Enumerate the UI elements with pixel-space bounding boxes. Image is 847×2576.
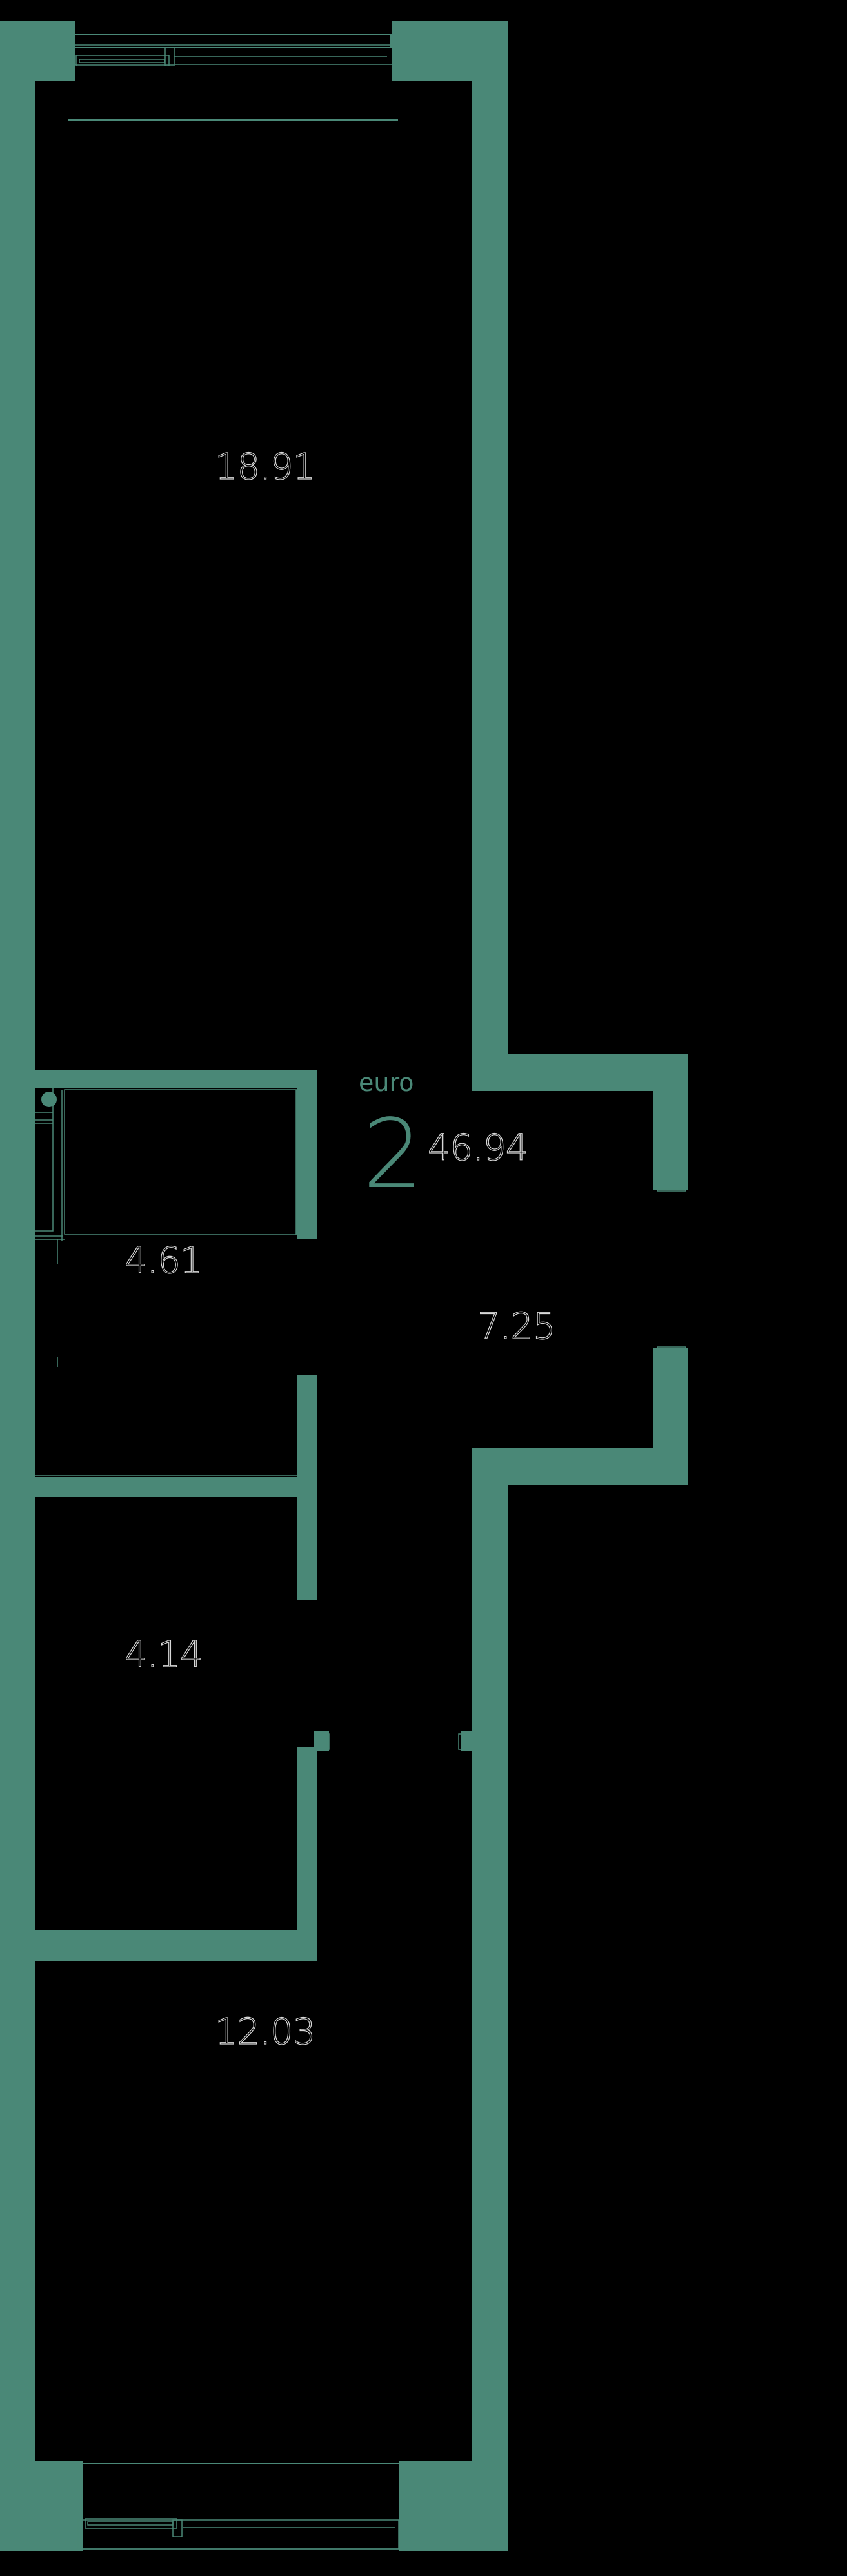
bathroom-fixtures — [32, 1087, 298, 1476]
room-area-storage: 4.14 — [124, 1634, 203, 1676]
apartment-type-label: euro — [359, 1068, 414, 1097]
room-area-bathroom: 4.61 — [124, 1240, 203, 1282]
bottom-window — [75, 2463, 406, 2550]
total-area-label: 46.94 — [427, 1127, 529, 1169]
interior-walls — [34, 1070, 472, 1961]
room-area-living-room: 18.91 — [214, 446, 316, 488]
rooms-count: 2 — [363, 1099, 424, 1210]
room-area-kitchen-room: 12.03 — [214, 2011, 316, 2053]
ventilation-shaft-icon — [41, 1092, 57, 1107]
top-window — [68, 34, 398, 121]
outer-walls — [0, 21, 688, 2551]
room-area-hallway: 7.25 — [477, 1306, 556, 1348]
